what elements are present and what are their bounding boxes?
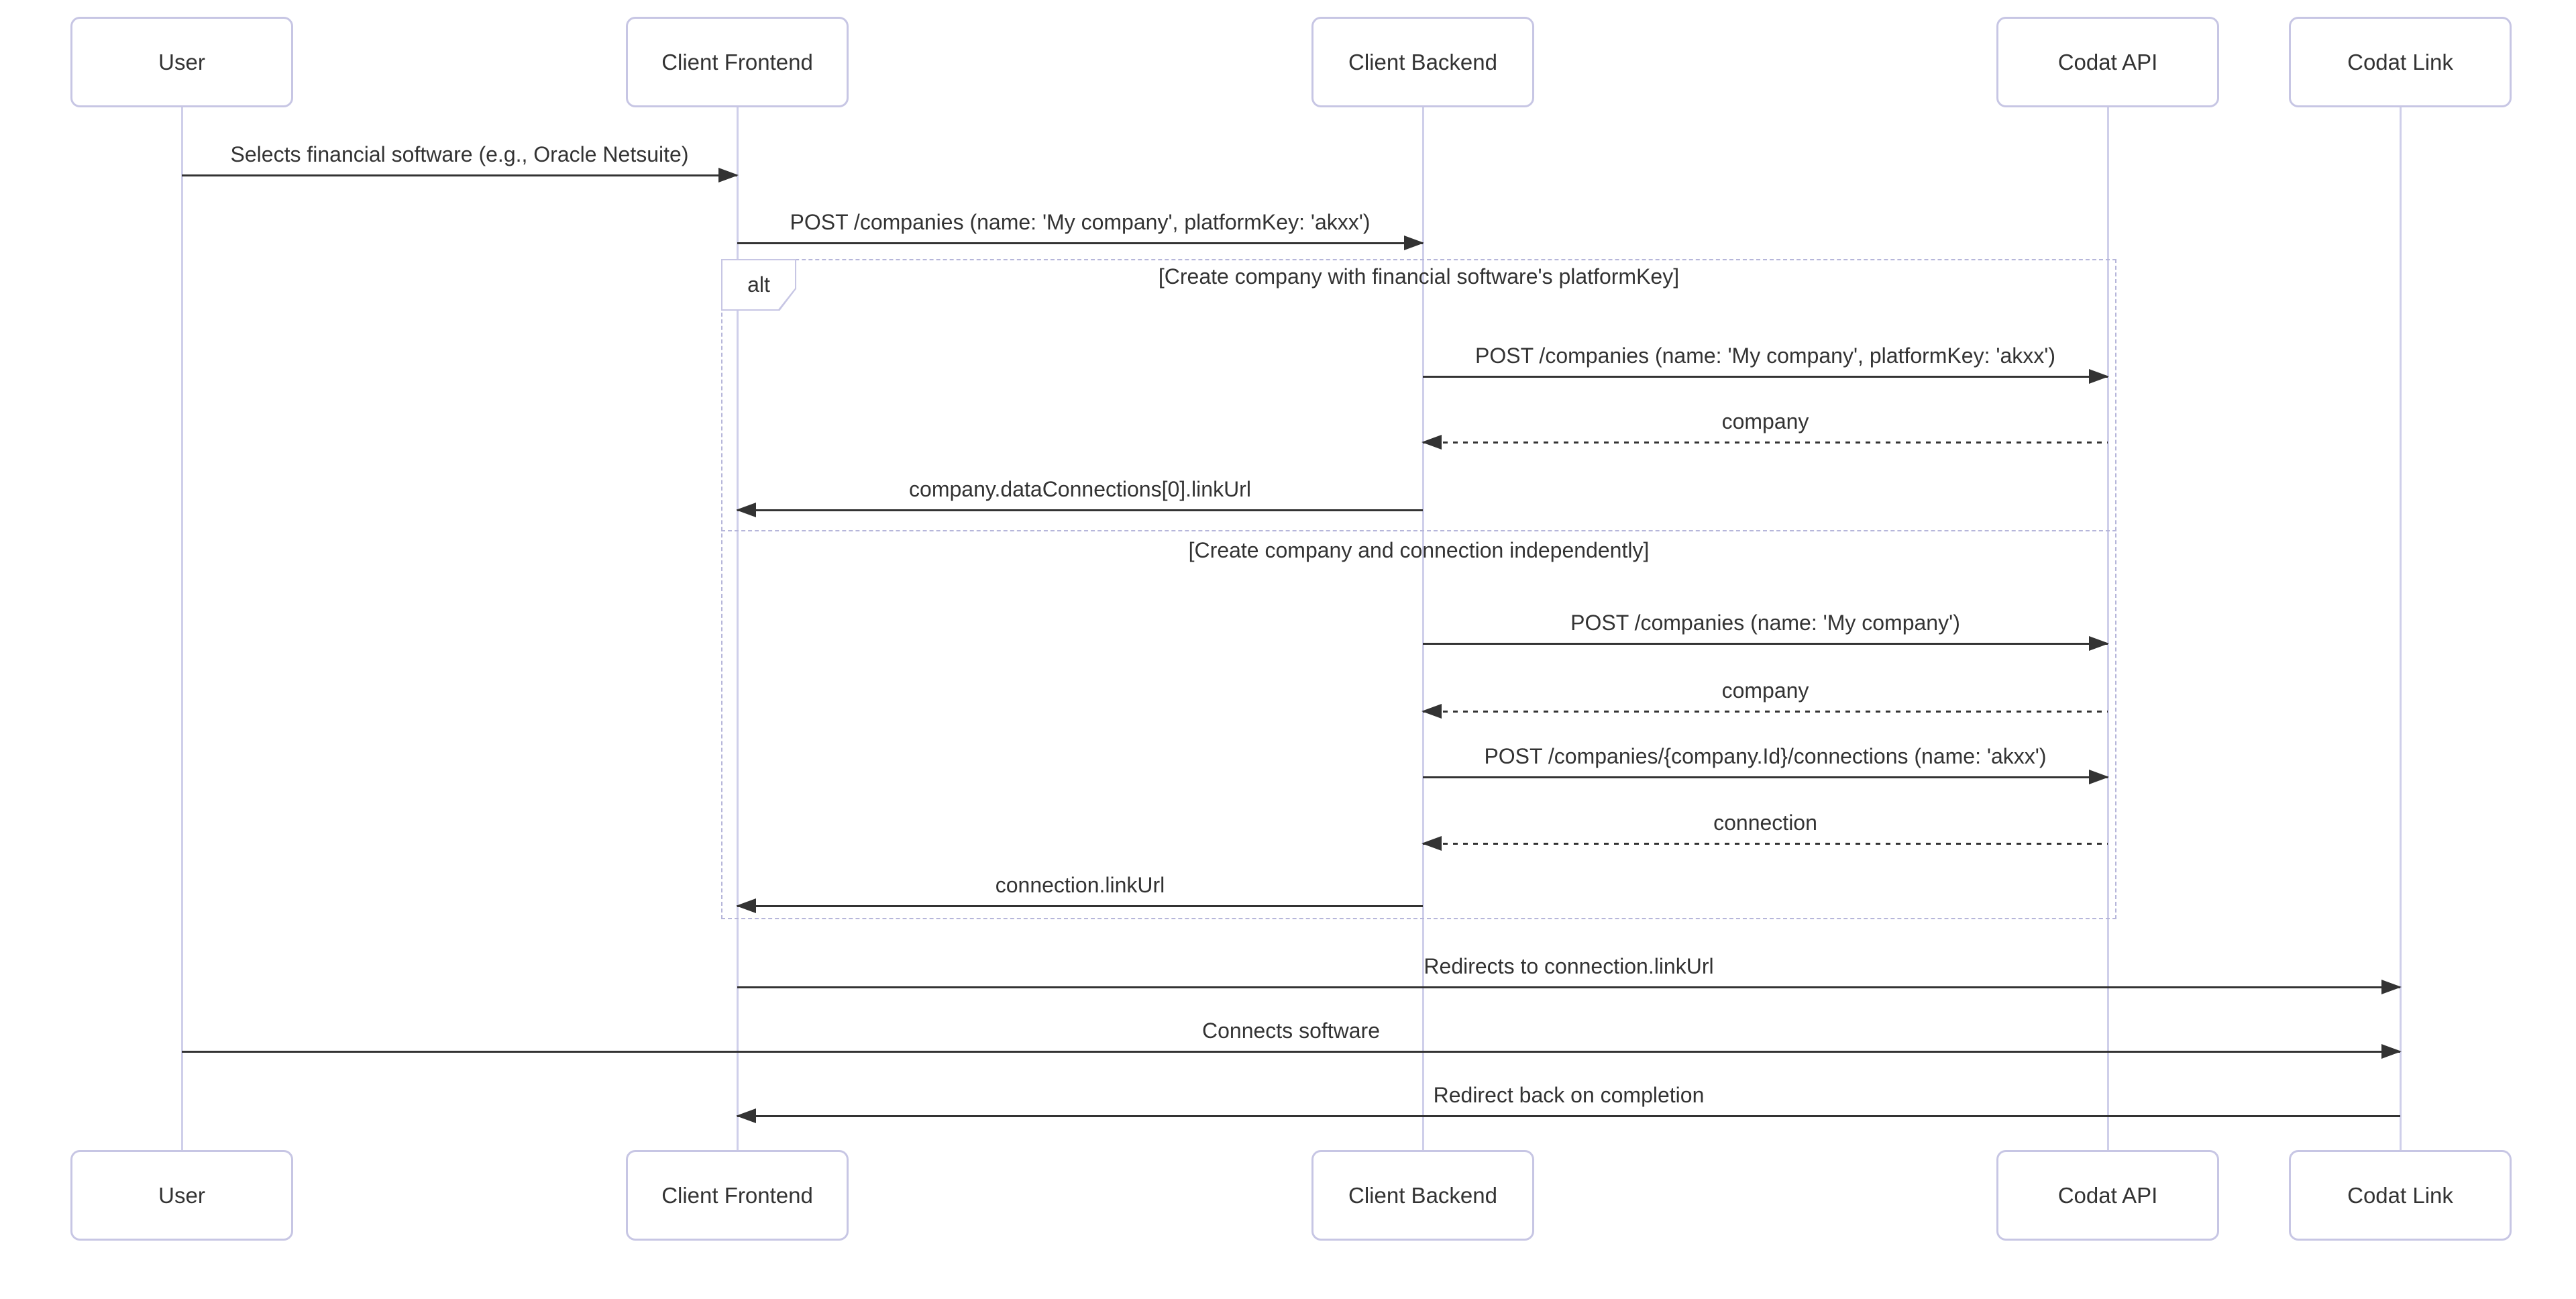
message-text: connection [1713, 811, 1817, 835]
actor-codat-link-bottom: Codat Link [2289, 1150, 2512, 1241]
message-text: Connects software [1201, 1019, 1380, 1043]
actor-codat-api-top: Codat API [1996, 17, 2219, 107]
arrowhead-right-icon [1404, 236, 1424, 250]
message-connects-software: Connects software [182, 1019, 2402, 1059]
actor-label: Client Frontend [661, 1182, 813, 1208]
message-text: company [1721, 409, 1809, 433]
message-line [1423, 711, 2108, 713]
message-line [737, 1115, 2400, 1117]
message-line [1423, 843, 2108, 845]
message-line [1423, 776, 2108, 778]
actor-user-top: User [70, 17, 293, 107]
message-line [737, 905, 1423, 907]
message-text: POST /companies (name: 'My company') [1570, 611, 1960, 635]
message-connection-linkurl: connection.linkUrl [736, 873, 1423, 913]
arrowhead-right-icon [2381, 1044, 2402, 1059]
alt-frame-label: alt [721, 259, 796, 311]
actor-label: Codat API [2057, 1182, 2158, 1208]
lifeline-user [181, 107, 183, 1150]
alt-branch-condition-2: [Create company and connection independe… [1188, 538, 1650, 562]
message-dataconnections-linkurl: company.dataConnections[0].linkUrl [736, 477, 1423, 517]
message-text: company.dataConnections[0].linkUrl [909, 477, 1251, 501]
alt-frame [721, 259, 2116, 919]
lifeline-codat-link [2400, 107, 2402, 1150]
actor-codat-api-bottom: Codat API [1996, 1150, 2219, 1241]
actor-user-bottom: User [70, 1150, 293, 1241]
message-connection-response: connection [1421, 811, 2108, 851]
message-post-companies-platformkey-backend: POST /companies (name: 'My company', pla… [1423, 344, 2109, 384]
arrowhead-left-icon [736, 503, 756, 517]
message-line [737, 986, 2400, 988]
message-line [1423, 643, 2108, 645]
actor-label: User [158, 49, 205, 74]
actor-label: Codat Link [2347, 1182, 2453, 1208]
message-line [737, 242, 1423, 244]
lifeline-client-frontend [737, 107, 739, 1150]
arrowhead-right-icon [2089, 770, 2109, 784]
actor-label: Client Backend [1348, 1182, 1497, 1208]
arrowhead-right-icon [2089, 636, 2109, 651]
message-text: company [1721, 678, 1809, 703]
message-post-companies: POST /companies (name: 'My company') [1423, 611, 2109, 651]
lifeline-client-backend [1422, 107, 1424, 1150]
alt-branch-condition-1: [Create company with financial software'… [1158, 264, 1680, 289]
message-company-response-1: company [1421, 409, 2108, 450]
message-post-companies-platformkey-frontend: POST /companies (name: 'My company', pla… [737, 210, 1424, 250]
message-text: connection.linkUrl [995, 873, 1165, 897]
message-text: POST /companies (name: 'My company', pla… [790, 210, 1371, 234]
arrowhead-left-icon [1421, 435, 1442, 450]
message-line [182, 1051, 2400, 1053]
message-text: Redirects to connection.linkUrl [1424, 954, 1714, 978]
alt-frame-label-text: alt [722, 260, 795, 309]
actor-client-backend-bottom: Client Backend [1311, 1150, 1534, 1241]
actor-codat-link-top: Codat Link [2289, 17, 2512, 107]
message-text: POST /companies/{company.Id}/connections… [1484, 744, 2047, 768]
arrowhead-left-icon [736, 898, 756, 913]
message-selects-financial-software: Selects financial software (e.g., Oracle… [182, 142, 739, 183]
actor-label: Codat API [2057, 49, 2158, 74]
message-line [1423, 441, 2108, 444]
actor-label: User [158, 1182, 205, 1208]
actor-client-backend-top: Client Backend [1311, 17, 1534, 107]
actor-label: Client Backend [1348, 49, 1497, 74]
actor-label: Client Frontend [661, 49, 813, 74]
message-redirects-to-linkurl: Redirects to connection.linkUrl [737, 954, 2402, 994]
actor-label: Codat Link [2347, 49, 2453, 74]
message-text: POST /companies (name: 'My company', pla… [1474, 344, 2056, 368]
message-line [1423, 376, 2108, 378]
message-text: Selects financial software (e.g., Oracle… [230, 142, 689, 166]
arrowhead-right-icon [718, 168, 739, 183]
message-line [737, 509, 1423, 511]
actor-client-frontend-bottom: Client Frontend [626, 1150, 849, 1241]
message-text: Redirect back on completion [1433, 1083, 1705, 1107]
lifeline-codat-api [2107, 107, 2109, 1150]
message-redirect-back-on-completion: Redirect back on completion [736, 1083, 2400, 1123]
arrowhead-right-icon [2089, 369, 2109, 384]
arrowhead-right-icon [2381, 980, 2402, 994]
message-line [182, 174, 737, 176]
alt-frame-divider [721, 530, 2116, 531]
message-company-response-2: company [1421, 678, 2108, 719]
message-post-connections: POST /companies/{company.Id}/connections… [1423, 744, 2109, 784]
arrowhead-left-icon [1421, 704, 1442, 719]
arrowhead-left-icon [736, 1108, 756, 1123]
arrowhead-left-icon [1421, 836, 1442, 851]
actor-client-frontend-top: Client Frontend [626, 17, 849, 107]
